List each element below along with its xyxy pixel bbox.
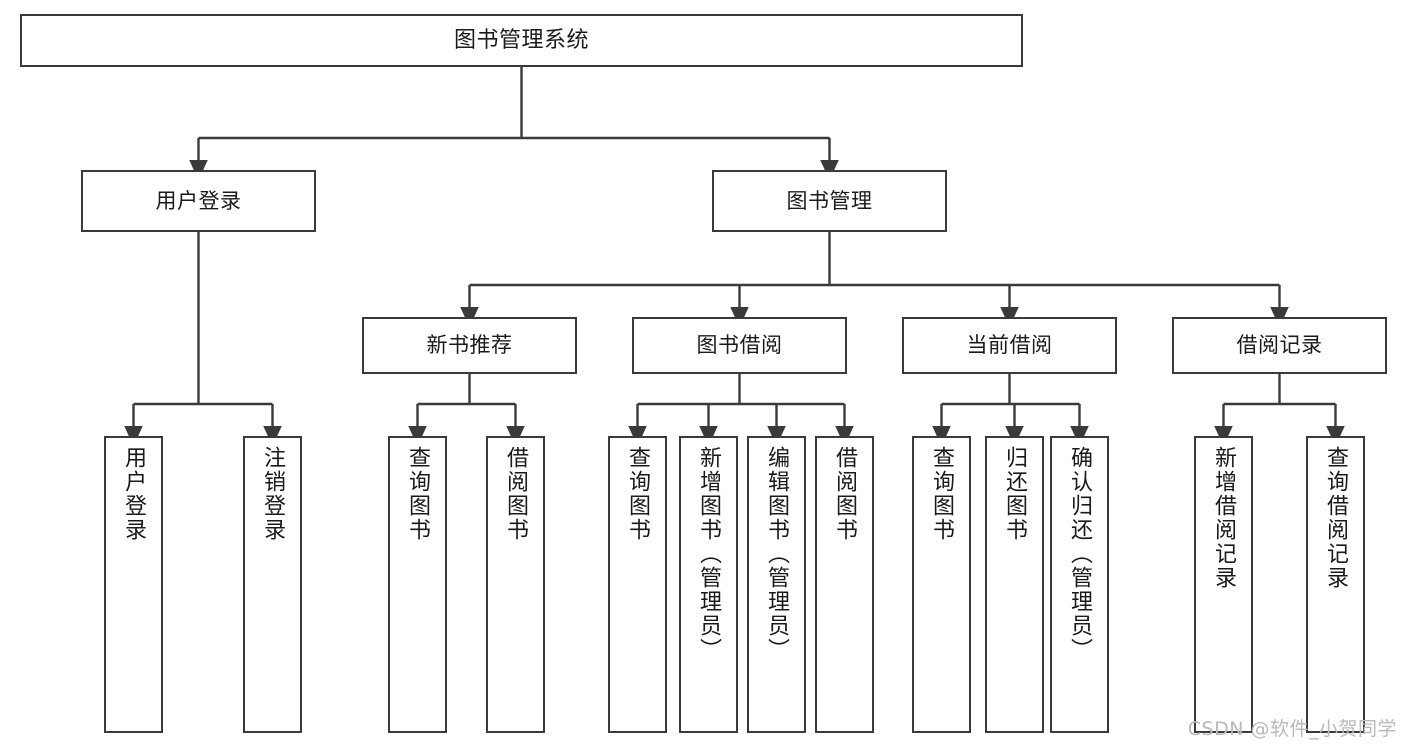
node-label: 注销登录 [260,446,286,542]
node-book-borrow[interactable]: 图书借阅 [632,317,847,374]
node-label: 确认归还（管理员） [1067,446,1093,662]
node-leaf-query-record[interactable]: 查询借阅记录 [1306,436,1365,733]
node-leaf-edit-book[interactable]: 编辑图书（管理员） [747,436,806,733]
node-label: 用户登录 [155,188,242,213]
node-leaf-query-book-cur[interactable]: 查询图书 [912,436,971,733]
node-leaf-confirm-return[interactable]: 确认归还（管理员） [1050,436,1109,733]
node-label: 新增图书（管理员） [696,446,722,662]
node-leaf-query-book-borrow[interactable]: 查询图书 [608,436,667,733]
node-leaf-add-book[interactable]: 新增图书（管理员） [679,436,738,733]
node-label: 编辑图书（管理员） [764,446,790,662]
node-label: 归还图书 [1002,446,1028,542]
node-label: 图书管理系统 [453,27,589,53]
node-label: 借阅图书 [503,446,529,542]
node-label: 用户登录 [121,446,147,542]
node-leaf-borrow-book-rec[interactable]: 借阅图书 [486,436,545,733]
watermark: CSDN @软件_小贺同学 [1187,718,1397,740]
node-current-borrow[interactable]: 当前借阅 [902,317,1117,374]
node-leaf-logout[interactable]: 注销登录 [243,436,302,733]
node-user-login[interactable]: 用户登录 [81,170,316,232]
node-label: 查询图书 [405,446,431,542]
node-borrow-record[interactable]: 借阅记录 [1172,317,1387,374]
node-label: 新书推荐 [426,333,513,358]
node-book-manage[interactable]: 图书管理 [712,170,947,232]
node-label: 图书借阅 [696,333,783,358]
node-label: 查询借阅记录 [1323,446,1349,590]
node-label: 图书管理 [786,188,873,213]
node-leaf-add-record[interactable]: 新增借阅记录 [1194,436,1253,733]
node-label: 借阅图书 [832,446,858,542]
node-leaf-user-login[interactable]: 用户登录 [104,436,163,733]
node-label: 查询图书 [625,446,651,542]
node-new-book-rec[interactable]: 新书推荐 [362,317,577,374]
node-leaf-return-book[interactable]: 归还图书 [985,436,1044,733]
node-leaf-borrow-book[interactable]: 借阅图书 [815,436,874,733]
node-label: 查询图书 [929,446,955,542]
node-label: 新增借阅记录 [1211,446,1237,590]
node-label: 借阅记录 [1236,333,1323,358]
node-label: 当前借阅 [966,333,1053,358]
node-leaf-query-book-rec[interactable]: 查询图书 [388,436,447,733]
node-root[interactable]: 图书管理系统 [20,14,1023,67]
